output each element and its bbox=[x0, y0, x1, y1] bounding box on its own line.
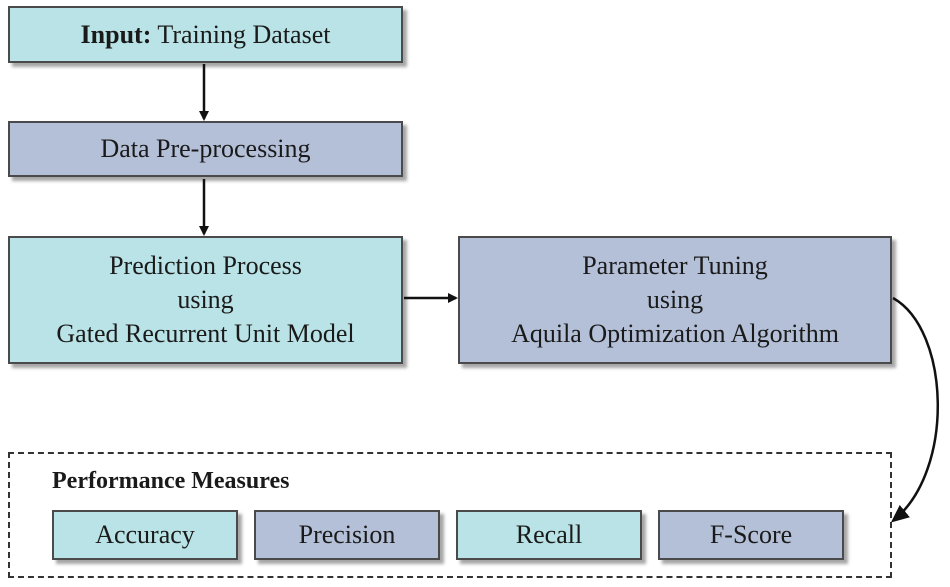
input-text: Training Dataset bbox=[157, 19, 331, 49]
prediction-line-3: Gated Recurrent Unit Model bbox=[56, 319, 355, 348]
prediction-box: Prediction Process using Gated Recurrent… bbox=[8, 236, 403, 364]
prediction-line-1: Prediction Process bbox=[109, 251, 302, 280]
tuning-box: Parameter Tuning using Aquila Optimizati… bbox=[458, 236, 892, 364]
preprocessing-box: Data Pre-processing bbox=[8, 121, 403, 177]
input-label: Input: Training Dataset bbox=[81, 18, 331, 52]
preprocessing-label: Data Pre-processing bbox=[100, 134, 311, 163]
metric-f-score: F-Score bbox=[658, 510, 844, 560]
input-prefix: Input: bbox=[80, 19, 152, 49]
tuning-line-1: Parameter Tuning bbox=[582, 251, 768, 280]
performance-title: Performance Measures bbox=[52, 468, 290, 494]
metric-accuracy: Accuracy bbox=[52, 510, 238, 560]
input-box: Input: Training Dataset bbox=[8, 6, 403, 63]
arrow-tuning-to-performance bbox=[890, 296, 939, 523]
tuning-line-2: using bbox=[646, 285, 704, 314]
metric-recall: Recall bbox=[456, 510, 642, 560]
tuning-line-3: Aquila Optimization Algorithm bbox=[511, 319, 839, 348]
prediction-line-2: using bbox=[177, 285, 234, 314]
metric-precision: Precision bbox=[254, 510, 440, 560]
